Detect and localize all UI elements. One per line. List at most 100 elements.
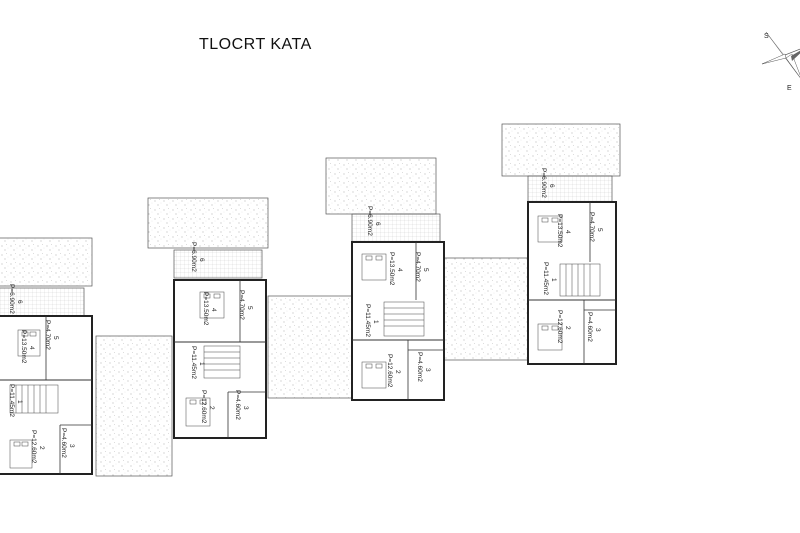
outer-wall (351, 241, 445, 401)
garden (325, 157, 437, 215)
outer-wall (527, 201, 617, 365)
room-number: 3 (242, 406, 249, 410)
room-number: 6 (198, 258, 205, 262)
room-number: 6 (374, 222, 381, 226)
room-area: P=12.60m2 (386, 354, 393, 388)
room-area: P=6.90m2 (540, 168, 547, 198)
room-number: 3 (424, 368, 431, 372)
room-number: 5 (246, 306, 253, 310)
unit-4-room-6-label: 6P=6.90m2 (540, 168, 555, 198)
compass-label-s: S (764, 33, 769, 40)
room-number: 1 (550, 278, 557, 282)
room-area: P=6.90m2 (366, 206, 373, 236)
bed (17, 329, 41, 357)
room-area: P=4.60m2 (234, 390, 241, 420)
unit-1 (0, 237, 93, 475)
room-area: P=11.45m2 (190, 346, 197, 379)
unit-2-room-2-label: 2P=12.60m2 (200, 390, 215, 424)
room-number: 3 (594, 328, 601, 332)
room-number: 4 (210, 308, 217, 312)
room-number: 2 (394, 370, 401, 374)
bed (361, 253, 387, 281)
unit-4-room-1-label: 1P=11.45m2 (542, 262, 557, 295)
garden (501, 123, 621, 177)
unit-1-room-3-label: 3P=4.60m2 (60, 428, 75, 458)
bed (185, 397, 211, 427)
room-number: 5 (596, 228, 603, 232)
room-area: P=13.50m2 (556, 214, 563, 248)
room-number: 4 (564, 230, 571, 234)
room-number: 6 (16, 300, 23, 304)
unit-1-room-4-label: 4P=13.50m2 (20, 330, 35, 364)
room-area: P=4.60m2 (60, 428, 67, 458)
room-number: 2 (564, 326, 571, 330)
unit-2-room-4-label: 4P=13.50m2 (202, 292, 217, 326)
staircase (203, 345, 241, 379)
room-area: P=4.70m2 (44, 320, 51, 350)
room-area: P=12.60m2 (30, 430, 37, 464)
staircase (383, 301, 425, 337)
unit-3-room-4-label: 4P=13.50m2 (388, 252, 403, 286)
unit-2 (147, 197, 269, 439)
room-area: P=4.60m2 (586, 312, 593, 342)
room-area: P=4.70m2 (414, 252, 421, 282)
unit-2-room-5-label: 5P=4.70m2 (238, 290, 253, 320)
unit-1-room-1-label: 1P=11.45m2 (8, 384, 23, 417)
room-area: P=11.45m2 (8, 384, 15, 417)
staircase (9, 384, 59, 414)
room-number: 1 (16, 400, 23, 404)
unit-3-room-1-label: 1P=11.45m2 (364, 304, 379, 337)
unit-1-room-5-label: 5P=4.70m2 (44, 320, 59, 350)
terrace (527, 175, 613, 203)
unit-4-room-3-label: 3P=4.60m2 (586, 312, 601, 342)
bed (361, 361, 387, 389)
courtyard-3 (443, 257, 529, 361)
room-area: P=4.60m2 (416, 352, 423, 382)
bed (537, 215, 563, 243)
outer-wall (173, 279, 267, 439)
terrace (351, 213, 441, 243)
compass-label-e: E (787, 85, 792, 92)
terrace (173, 249, 263, 279)
unit-2-room-6-label: 6P=6.90m2 (190, 242, 205, 272)
courtyard-1 (95, 335, 173, 477)
unit-4-room-4-label: 4P=13.50m2 (556, 214, 571, 248)
room-area: P=13.50m2 (20, 330, 27, 364)
outer-wall (0, 315, 93, 475)
room-number: 2 (38, 446, 45, 450)
room-number: 2 (208, 406, 215, 410)
unit-2-room-1-label: 1P=11.45m2 (190, 346, 205, 379)
room-area: P=6.90m2 (8, 284, 15, 314)
room-area: P=13.50m2 (202, 292, 209, 326)
courtyard-2 (267, 295, 353, 399)
room-area: P=11.45m2 (364, 304, 371, 337)
unit-4-room-2-label: 2P=12.60m2 (556, 310, 571, 344)
garden (147, 197, 269, 249)
room-number: 4 (28, 346, 35, 350)
unit-3-room-2-label: 2P=12.60m2 (386, 354, 401, 388)
room-number: 6 (548, 184, 555, 188)
room-area: P=6.90m2 (190, 242, 197, 272)
staircase (559, 263, 601, 297)
unit-1-room-2-label: 2P=12.60m2 (30, 430, 45, 464)
room-area: P=4.70m2 (238, 290, 245, 320)
unit-2-room-3-label: 3P=4.60m2 (234, 390, 249, 420)
unit-3-room-3-label: 3P=4.60m2 (416, 352, 431, 382)
room-number: 5 (52, 336, 59, 340)
room-number: 1 (198, 362, 205, 366)
unit-4 (501, 123, 621, 365)
room-number: 1 (372, 320, 379, 324)
room-area: P=11.45m2 (542, 262, 549, 295)
room-number: 3 (68, 444, 75, 448)
room-area: P=12.60m2 (556, 310, 563, 344)
room-area: P=12.60m2 (200, 390, 207, 424)
unit-3-room-6-label: 6P=6.90m2 (366, 206, 381, 236)
room-area: P=13.50m2 (388, 252, 395, 286)
bed (9, 439, 33, 469)
room-number: 4 (396, 268, 403, 272)
unit-4-room-5-label: 5P=4.70m2 (588, 212, 603, 242)
unit-3 (325, 157, 445, 401)
courtyards (95, 257, 529, 477)
